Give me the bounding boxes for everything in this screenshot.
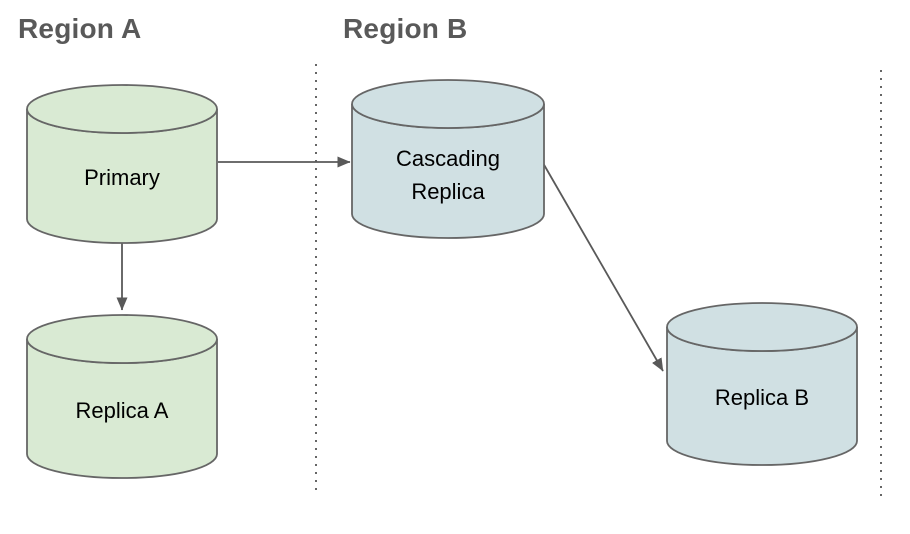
edge-cascading-replica-to-replica-b <box>542 162 664 372</box>
region-b-label: Region B <box>343 13 468 44</box>
node-cascading-replica-label: Cascading Replica <box>396 146 500 204</box>
region-a-label: Region A <box>18 13 142 44</box>
node-replica-b-label: Replica B <box>714 385 810 410</box>
region-divider-left <box>315 64 317 490</box>
node-primary-label: Primary <box>84 165 160 190</box>
node-primary-cylinder <box>26 84 218 244</box>
node-replica-a-cylinder <box>26 314 218 479</box>
node-cascading-replica-cylinder <box>351 79 545 239</box>
region-divider-right <box>880 70 882 496</box>
node-replica-b-cylinder <box>666 302 858 466</box>
node-replica-a-label: Replica A <box>75 398 169 423</box>
